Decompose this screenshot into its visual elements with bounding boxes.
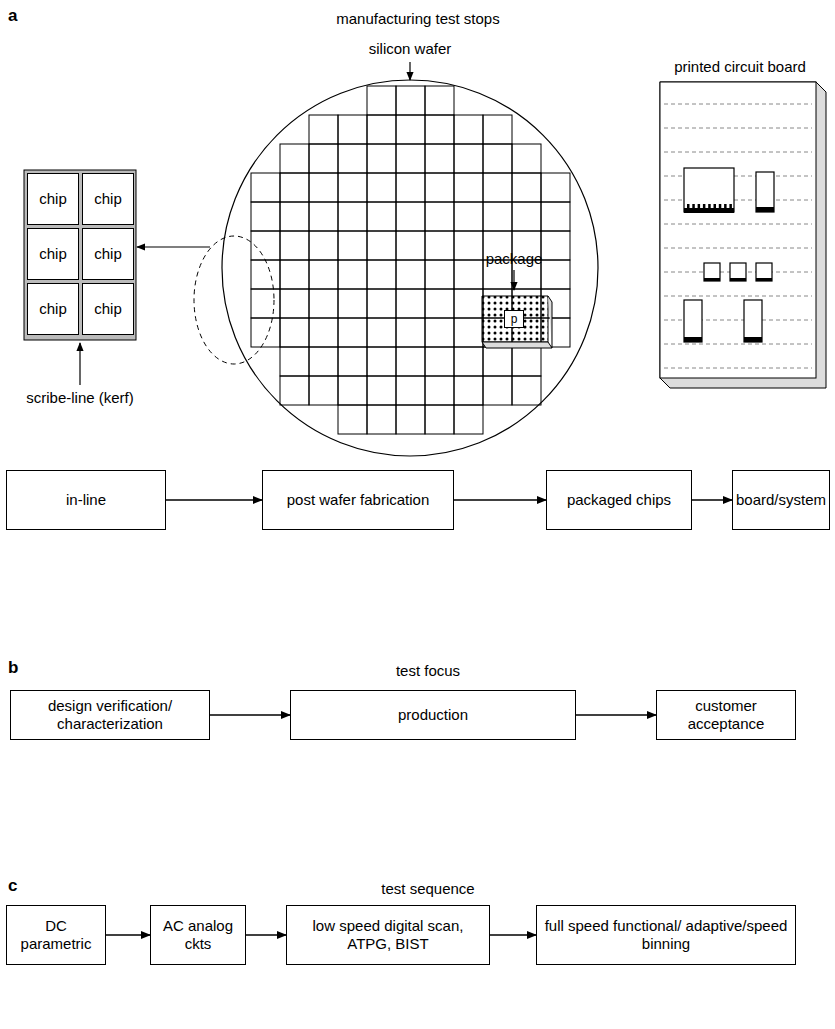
box-label: low speed digital scan, ATPG, BIST <box>293 917 483 953</box>
box-label: chip <box>39 300 67 318</box>
flow-arrow <box>210 714 290 715</box>
wafer-outline <box>222 80 598 456</box>
chip-box: chip <box>27 283 79 335</box>
panel-letter: a <box>8 6 17 26</box>
package-edge <box>482 296 552 348</box>
step-box: full speed functional/ adaptive/speed bi… <box>536 905 796 965</box>
box-label: in-line <box>66 491 106 509</box>
part-name: scribe-line (kerf) <box>25 389 135 407</box>
flow-arrow <box>692 499 732 500</box>
package-body <box>482 296 548 342</box>
zoom-ellipse <box>194 236 274 364</box>
flow-arrow <box>490 934 536 935</box>
focus-box: design verification/ characterization <box>10 690 210 740</box>
kerf-area <box>24 170 136 340</box>
box-label: production <box>398 706 468 724</box>
section-title: test focus <box>396 662 460 680</box>
leader-line <box>79 343 80 385</box>
box-label: design verification/ characterization <box>17 697 203 733</box>
stop-box: board/system <box>732 470 830 530</box>
step-box: DC parametric <box>6 905 106 965</box>
flow-arrow <box>246 934 286 935</box>
step-box: AC analog ckts <box>150 905 246 965</box>
panel-letter: c <box>8 876 17 896</box>
die-box: p <box>504 310 524 328</box>
box-label: customer acceptance <box>663 697 789 733</box>
stop-box: post wafer fabrication <box>262 470 454 530</box>
box-label: packaged chips <box>567 491 671 509</box>
flow-arrow <box>576 714 656 715</box>
section-title: test sequence <box>381 880 474 898</box>
flow-arrow <box>166 499 262 500</box>
leader-line <box>409 62 410 80</box>
box-label: chip <box>94 245 122 263</box>
box-label: full speed functional/ adaptive/speed bi… <box>543 917 789 953</box>
box-label: board/system <box>736 491 826 509</box>
part-name: package <box>486 250 543 268</box>
focus-box: production <box>290 690 576 740</box>
chip-box: chip <box>82 228 134 280</box>
chip-box: chip <box>27 173 79 225</box>
stop-box: in-line <box>6 470 166 530</box>
box-label: DC parametric <box>13 917 99 953</box>
flow-arrow <box>454 499 546 500</box>
box-label: chip <box>39 245 67 263</box>
step-box: low speed digital scan, ATPG, BIST <box>286 905 490 965</box>
chip-box: chip <box>82 173 134 225</box>
zoom-arrow <box>137 246 210 247</box>
chip-box: chip <box>82 283 134 335</box>
section-title: manufacturing test stops <box>336 10 499 28</box>
box-label: chip <box>39 190 67 208</box>
circuit-board <box>660 82 826 388</box>
flow-arrow <box>106 934 150 935</box>
box-label: chip <box>94 300 122 318</box>
stop-box: packaged chips <box>546 470 692 530</box>
part-name: silicon wafer <box>369 40 452 58</box>
part-name: printed circuit board <box>674 58 806 76</box>
box-label: chip <box>94 190 122 208</box>
box-label: p <box>511 312 518 326</box>
box-label: AC analog ckts <box>157 917 239 953</box>
box-label: post wafer fabrication <box>287 491 430 509</box>
die-grid <box>251 86 570 434</box>
chip-box: chip <box>27 228 79 280</box>
panel-letter: b <box>8 658 18 678</box>
focus-box: customer acceptance <box>656 690 796 740</box>
leader-line <box>513 270 514 290</box>
